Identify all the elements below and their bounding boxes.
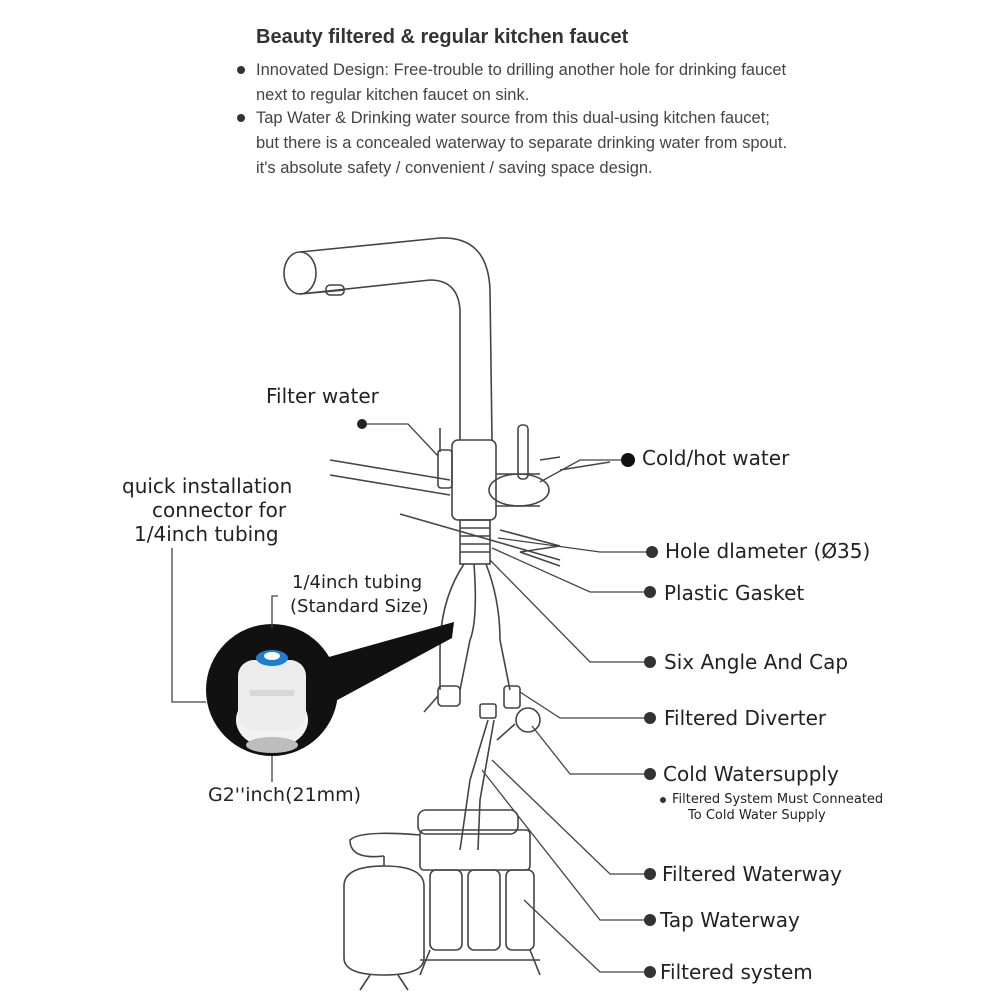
bullet-dual-source: Tap Water & Drinking water source from t… (256, 109, 788, 177)
bullet-dot (237, 66, 245, 74)
label-filtered-system: Filtered system (660, 960, 813, 984)
bullet-dot (644, 868, 656, 880)
water-tank (343, 865, 425, 976)
label-plastic-gasket: Plastic Gasket (664, 581, 805, 605)
label-tap-waterway: Tap Waterway (660, 908, 800, 932)
bullet-dot (644, 656, 656, 668)
label-quick-install-line1: quick installation (122, 474, 293, 498)
note-line1: Filtered System Must Conneated (672, 792, 884, 807)
zoom-callout (318, 622, 454, 704)
label-cold-watersupply: Cold Watersupply (663, 762, 839, 786)
bullet-dot (646, 546, 658, 558)
filter-stand (419, 949, 541, 976)
bullet-dot (660, 797, 666, 803)
bullet-dot (644, 914, 656, 926)
label-filtered-waterway: Filtered Waterway (662, 862, 843, 886)
label-filtered-diverter: Filtered Diverter (664, 706, 827, 730)
label-cold-hot-water: Cold/hot water (642, 446, 790, 470)
bullet-innovated-design: Innovated Design: Free-trouble to drilli… (256, 61, 787, 104)
label-quick-install-line3: 1/4inch tubing (134, 522, 279, 546)
hose-right (485, 563, 511, 691)
bullet-dot (644, 712, 656, 724)
countertop (329, 459, 451, 481)
label-g2-inch: G2''inch(21mm) (208, 784, 362, 806)
label-hole-diameter: Hole dlameter (Ø35) (665, 539, 871, 563)
note-line2: To Cold Water Supply (688, 808, 826, 823)
label-filter-water: Filter water (266, 384, 379, 408)
bullet-dot (237, 114, 245, 122)
faucet-spout (299, 237, 493, 441)
page-title: Beauty filtered & regular kitchen faucet (256, 26, 629, 48)
label-six-angle-cap: Six Angle And Cap (664, 650, 849, 674)
filter-cartridge (429, 869, 463, 951)
filter-head (419, 829, 531, 871)
hose-left (439, 563, 465, 690)
faucet-body (451, 439, 497, 521)
bullet-dot (644, 586, 656, 598)
label-tubing-line1: 1/4inch tubing (292, 572, 423, 593)
label-tubing-line2: (Standard Size) (290, 596, 429, 617)
threaded-shank (459, 519, 491, 565)
bullet-dot (644, 768, 656, 780)
bullet-dot (644, 966, 656, 978)
label-quick-install-line2: connector for (152, 498, 287, 522)
